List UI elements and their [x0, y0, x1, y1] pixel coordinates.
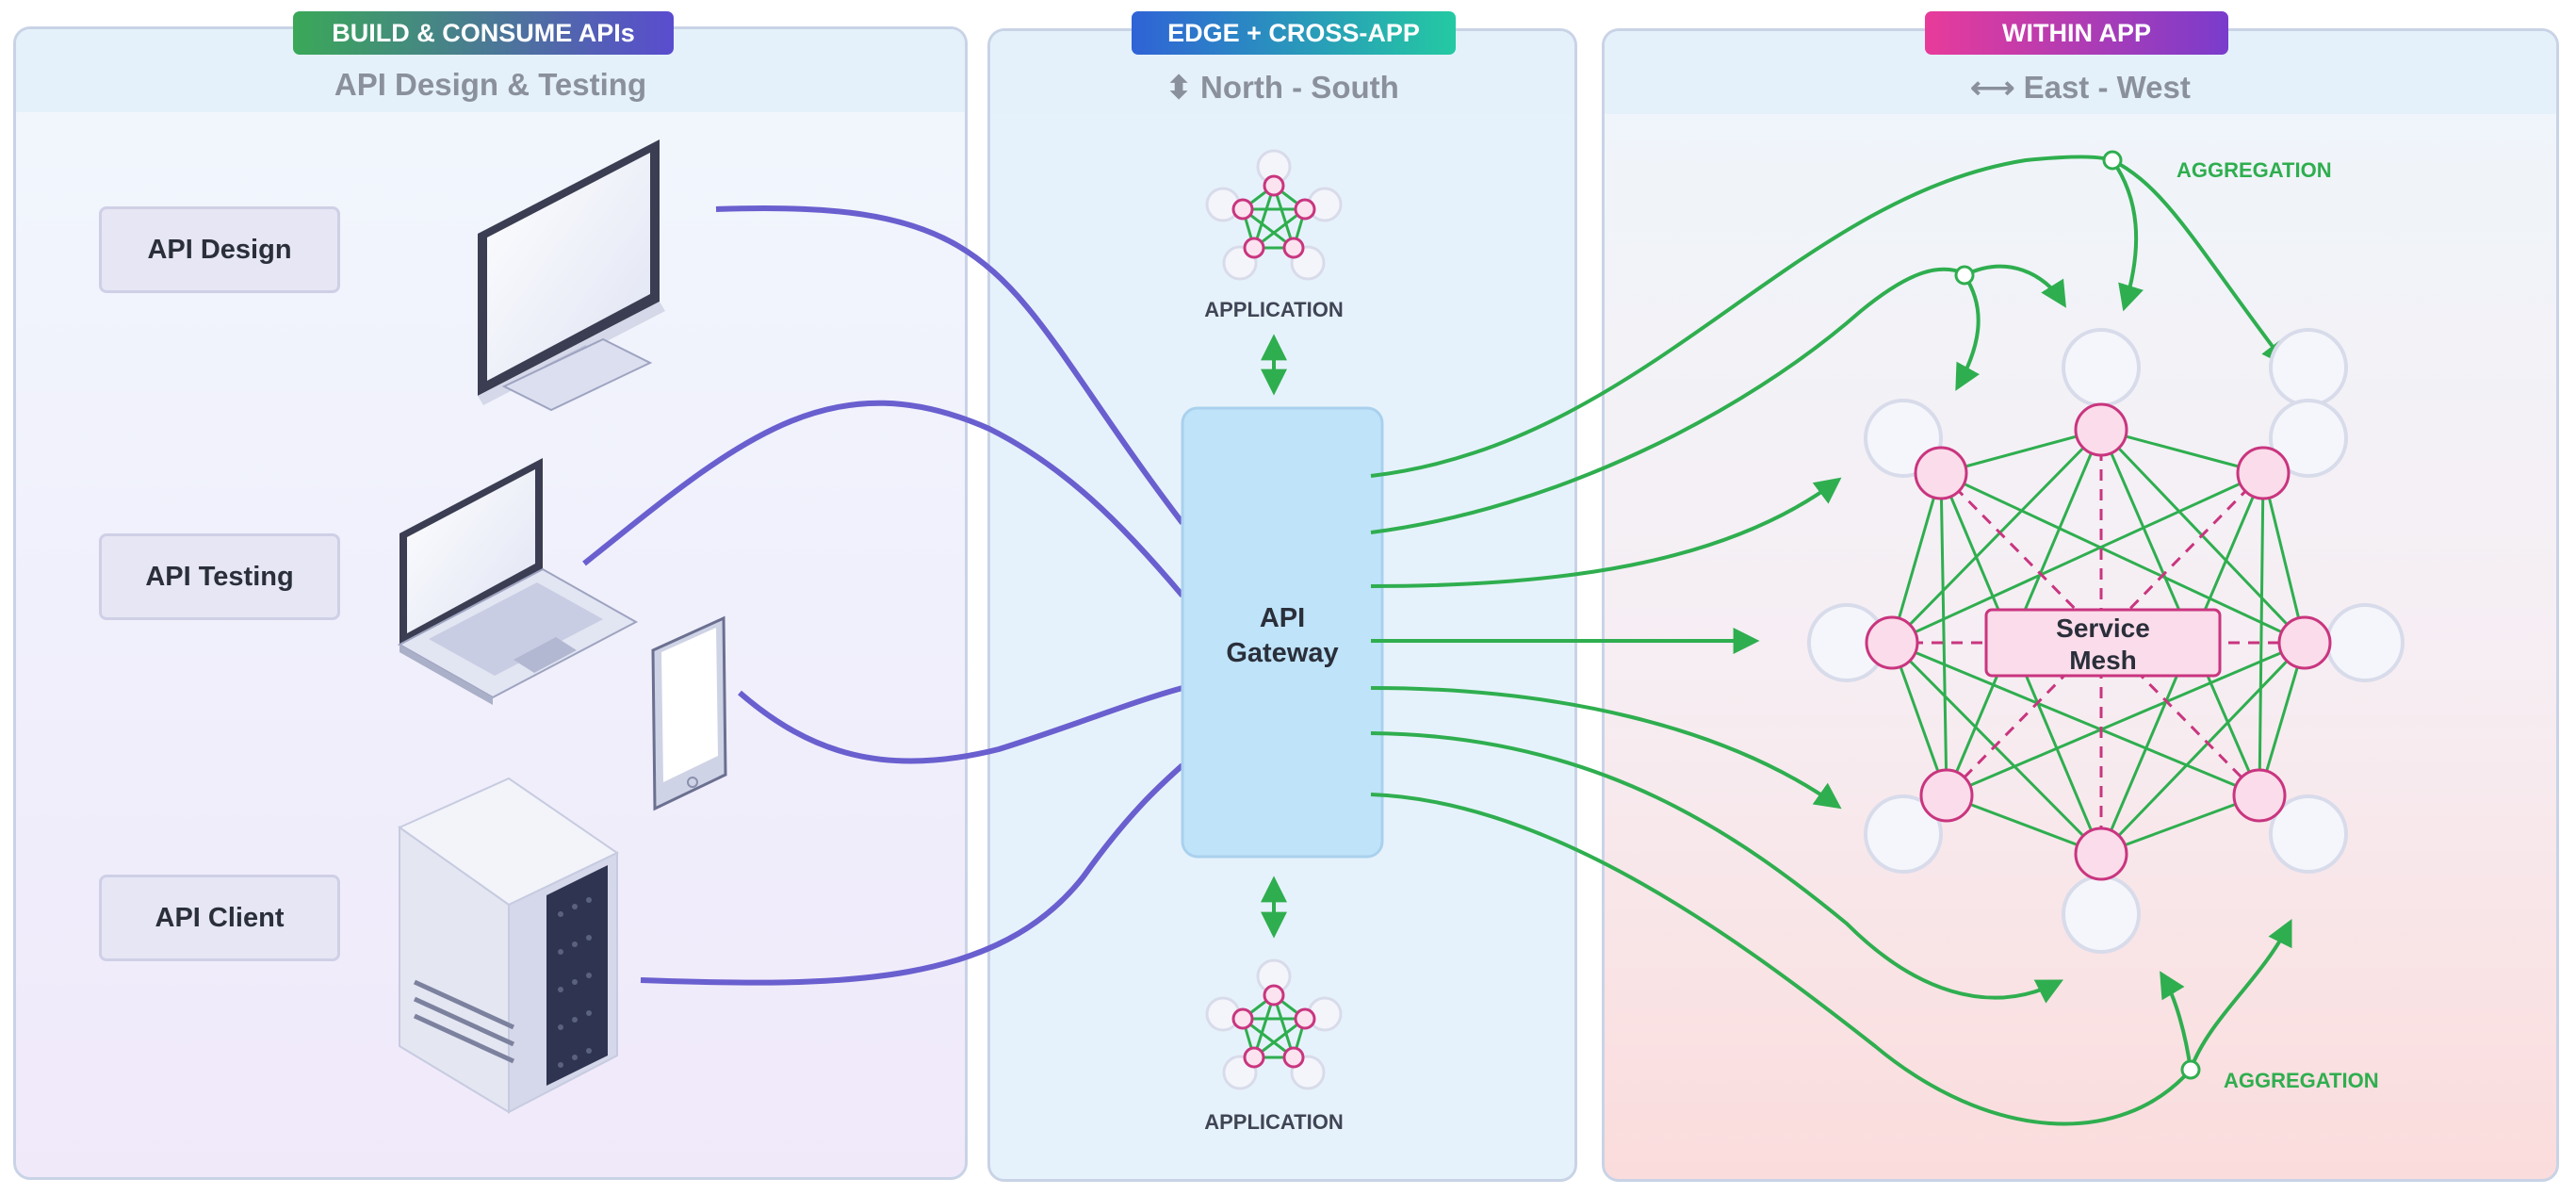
application-icon-top	[1205, 149, 1343, 281]
link-server-gateway	[640, 762, 1185, 986]
arrow-aggregation-top	[1370, 155, 2117, 478]
link-desktop-gateway	[715, 205, 1185, 525]
application-label-bottom: APPLICATION	[1204, 1110, 1343, 1134]
gateway-traffic-arrows	[1370, 155, 2193, 1126]
aggregation-branches-top	[1955, 158, 2289, 391]
service-mesh-label-line2: Mesh	[2069, 646, 2137, 675]
api-gateway-label-line1: API	[1260, 603, 1305, 633]
arrow-to-mesh-bottom	[1370, 731, 2063, 1004]
desktop-monitor-icon	[478, 139, 665, 412]
arrow-aggregation-bottom	[1370, 793, 2193, 1126]
aggregation-junction-bottom	[2180, 1059, 2201, 1080]
api-testing-box: API Testing	[99, 533, 340, 620]
panel-subtitle-api-design-testing: API Design & Testing	[334, 67, 647, 102]
aggregation-label-bottom: AGGREGATION	[2224, 1069, 2379, 1092]
tablet-icon	[651, 615, 727, 811]
consumer-links	[582, 205, 1185, 986]
laptop-icon	[397, 458, 639, 705]
aggregation-label-top: AGGREGATION	[2177, 158, 2332, 182]
arrow-to-junction-1	[1370, 267, 1965, 534]
aggregation-junction-top	[2102, 150, 2123, 171]
server-tower-icon	[397, 777, 619, 1114]
panel-subtitle-east-west: ⟷ East - West	[1970, 70, 2191, 105]
application-icon-bottom	[1205, 958, 1343, 1090]
badge-edge-cross-app: EDGE + CROSS-APP	[1132, 11, 1456, 55]
arrow-to-mesh-upper	[1370, 477, 1842, 588]
api-gateway-box	[1181, 406, 1384, 859]
application-label-top: APPLICATION	[1204, 298, 1343, 321]
aggregation-branches-bottom	[2160, 918, 2292, 1071]
aggregation-junction-mid	[1954, 265, 1975, 286]
badge-build-consume-apis: BUILD & CONSUME APIs	[293, 11, 674, 55]
link-tablet-gateway	[738, 685, 1183, 764]
api-client-box: API Client	[99, 875, 340, 961]
arrow-to-mesh-lower	[1370, 686, 1842, 810]
api-gateway-label-line2: Gateway	[1226, 638, 1338, 668]
api-design-box: API Design	[99, 206, 340, 293]
panel-subtitle-north-south: ⬍ North - South	[1166, 70, 1399, 105]
link-laptop-gateway	[582, 400, 1185, 598]
badge-within-app: WITHIN APP	[1925, 11, 2228, 55]
service-mesh-box	[1984, 608, 2222, 678]
service-mesh-label-line1: Service	[2056, 614, 2150, 643]
